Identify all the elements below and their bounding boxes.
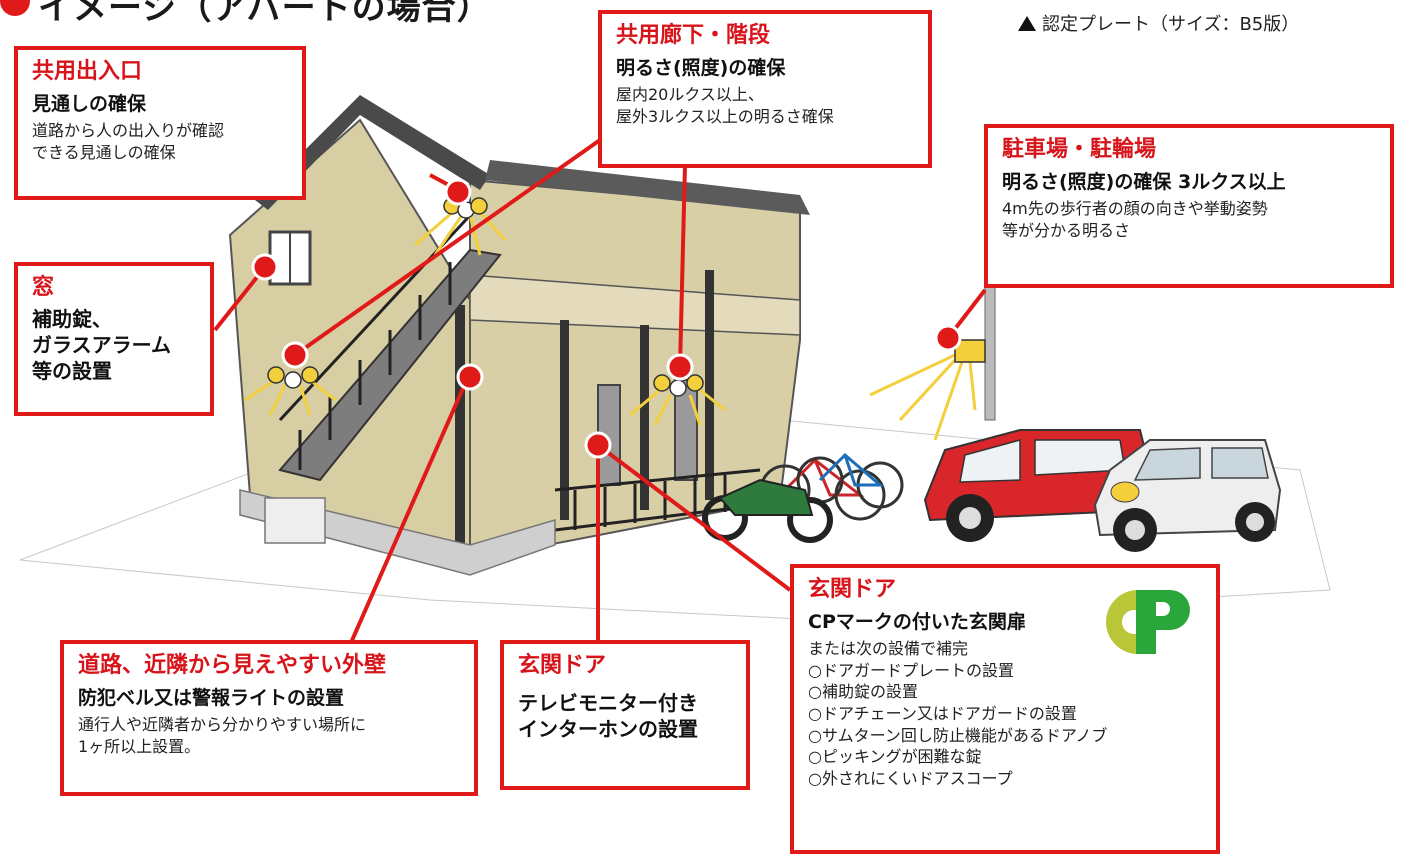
callout-line: インターホンの設置 (518, 716, 698, 741)
callout-body: または次の設備で補完 ○ドアガードプレートの設置 ○補助錠の設置 ○ドアチェーン… (808, 638, 1202, 789)
car-icon (923, 429, 1151, 542)
mailbox-unit (264, 497, 326, 544)
callout-heading: 窓 (32, 275, 55, 300)
callout-corridor: 共用廊下・階段 明るさ(照度)の確保 屋内20ルクス以上、 屋外3ルクス以上の明… (598, 10, 932, 168)
callout-wall: 道路、近隣から見えやすい外壁 防犯ベル又は警報ライトの設置 通行人や近隣者から分… (60, 640, 478, 796)
callout-line: できる見通しの確保 (32, 142, 176, 162)
page-title: イメージ（アパートの場合） (38, 0, 492, 28)
entrance-fence (554, 468, 761, 532)
light-fixture-icon (244, 366, 336, 416)
callout-body: 通行人や近隣者から分かりやすい場所に 1ヶ所以上設置。 (78, 714, 460, 757)
light-pole (984, 279, 996, 421)
callout-entrance: 共用出入口 見通しの確保 道路から人の出入りが確認 できる見通しの確保 (14, 46, 306, 200)
callout-window: 窓 補助錠、 ガラスアラーム 等の設置 (14, 262, 214, 416)
scooter-icon (702, 478, 833, 543)
callout-line: ○サムターン回し防止機能があるドアノブ (808, 725, 1108, 745)
light-fixture-icon (414, 197, 507, 256)
callout-body: 4m先の歩行者の顔の向きや挙動姿勢 等が分かる明るさ (1002, 198, 1376, 241)
callout-subheading: 明るさ(照度)の確保 3ルクス以上 (1002, 170, 1286, 193)
callout-line: 4m先の歩行者の顔の向きや挙動姿勢 (1002, 199, 1268, 219)
callout-line: ○ドアガードプレートの設置 (808, 660, 1014, 680)
callout-door-monitor: 玄関ドア テレビモニター付き インターホンの設置 (500, 640, 750, 790)
callout-heading: 玄関ドア (808, 577, 897, 602)
callout-heading: 玄関ドア (518, 653, 607, 678)
header-bullet-icon (0, 0, 30, 16)
column (640, 325, 649, 510)
callout-heading: 共用出入口 (32, 59, 143, 84)
callout-line: ○ドアチェーン又はドアガードの設置 (808, 703, 1077, 723)
callout-subheading: CPマークの付いた玄関扉 (808, 610, 1026, 633)
front-door (674, 379, 698, 481)
callout-line: ○ピッキングが困難な錠 (808, 747, 982, 767)
callout-line: または次の設備で補完 (808, 639, 969, 659)
callout-line: ○補助錠の設置 (808, 682, 918, 702)
callout-body: 補助錠、 ガラスアラーム 等の設置 (32, 306, 196, 384)
plate-triangle-icon (1018, 16, 1036, 31)
callout-body: 屋内20ルクス以上、 屋外3ルクス以上の明るさ確保 (616, 84, 914, 127)
callout-line: 補助錠、 (32, 306, 112, 331)
callout-door-cp: 玄関ドア CPマークの付いた玄関扉 または次の設備で補完 ○ドアガードプレートの… (790, 564, 1220, 854)
callout-line: ガラスアラーム (32, 332, 171, 357)
callout-subheading: 見通しの確保 (32, 92, 147, 115)
callout-line: 屋内20ルクス以上、 (616, 85, 764, 105)
callout-line: 1ヶ所以上設置。 (78, 736, 201, 756)
callout-line: 道路から人の出入りが確認 (32, 121, 225, 141)
callout-leaders (213, 138, 987, 646)
callout-line: 等が分かる明るさ (1002, 220, 1131, 240)
location-markers (251, 178, 962, 459)
column (455, 305, 465, 555)
callout-body: 道路から人の出入りが確認 できる見通しの確保 (32, 120, 288, 163)
callout-body: テレビモニター付き インターホンの設置 (518, 690, 732, 742)
column (560, 320, 569, 520)
callout-line: 屋外3ルクス以上の明るさ確保 (616, 106, 834, 126)
callout-heading: 共用廊下・階段 (616, 23, 771, 48)
car-icon (1093, 439, 1282, 552)
callout-heading: 駐車場・駐輪場 (1002, 137, 1157, 162)
cp-mark-logo (1106, 586, 1190, 658)
column (705, 270, 714, 500)
plate-note-text: 認定プレート（サイズ：B5版） (1042, 14, 1300, 35)
callout-subheading: 防犯ベル又は警報ライトの設置 (78, 686, 345, 709)
callout-line: 通行人や近隣者から分かりやすい場所に (78, 715, 367, 735)
callout-heading: 道路、近隣から見えやすい外壁 (78, 653, 387, 678)
parking-lamp (954, 339, 986, 363)
roof-eave (485, 160, 810, 215)
light-fixture-icon (629, 374, 726, 426)
balcony-band (469, 274, 801, 336)
plate-note: 認定プレート（サイズ：B5版） (1018, 10, 1299, 36)
callout-parking: 駐車場・駐輪場 明るさ(照度)の確保 3ルクス以上 4m先の歩行者の顔の向きや挙… (984, 124, 1394, 288)
callout-subheading: 明るさ(照度)の確保 (616, 56, 786, 79)
callout-line: 等の設置 (32, 358, 112, 383)
parking-light-rays (869, 353, 977, 441)
callout-line: ○外されにくいドアスコープ (808, 768, 1013, 788)
callout-line: テレビモニター付き (518, 690, 698, 715)
